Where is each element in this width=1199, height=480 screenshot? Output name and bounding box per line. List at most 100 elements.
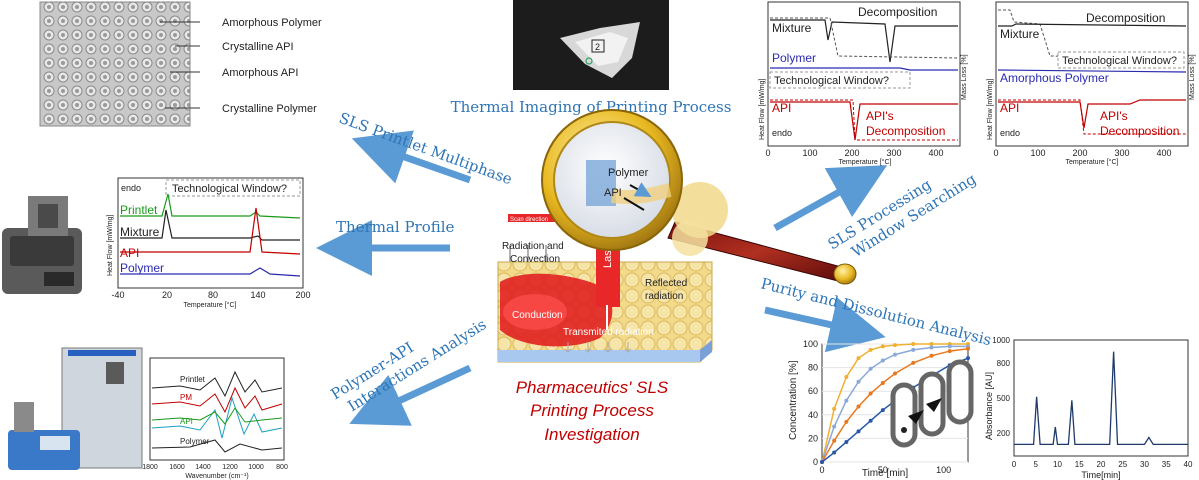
dissolution-ytick: 0 <box>813 457 818 467</box>
dissolution-point <box>947 344 952 349</box>
dsc-mid-api-decomp-1: API's <box>866 109 894 123</box>
dsc-right-xlabel: Temperature [°C] <box>1066 158 1119 166</box>
imaging-label: Thermal Imaging of Printing Process <box>451 98 732 116</box>
dsc-right-ylabel: Heat Flow [mW/mg] <box>987 78 994 140</box>
dsc-right-tick-1: 100 <box>1030 148 1045 158</box>
dissolution-point <box>856 356 861 361</box>
dissolution-point <box>947 349 952 354</box>
conduction-label: Conduction <box>512 310 563 321</box>
thermal-profile-label: Thermal Profile <box>336 218 455 236</box>
dissolution-xlabel: Time [min] <box>862 468 909 479</box>
dsc-mid-ylabel: Heat Flow [mW/mg] <box>759 78 766 140</box>
ftir-series-polymer: Polymer <box>180 437 210 446</box>
title-line1: Pharmaceutics' SLS <box>516 378 669 397</box>
ftir-tick-1: 1600 <box>169 464 185 471</box>
dissolution-point <box>856 429 861 434</box>
hplc-ytick: 500 <box>997 394 1011 403</box>
dissolution-point <box>844 439 849 444</box>
micrograph-image <box>39 1 191 127</box>
ftir-tick-4: 1000 <box>248 464 264 471</box>
dissolution-point <box>844 398 849 403</box>
ftir-tick-5: 800 <box>276 464 288 471</box>
hplc-xtick: 5 <box>1034 460 1039 469</box>
center-title: Pharmaceutics' SLS Printing Process Inve… <box>516 378 669 444</box>
transmitted-label: Transmited radiation <box>563 327 654 338</box>
dissolution-point <box>893 371 897 376</box>
hplc-ytick: 200 <box>997 429 1011 438</box>
dsc-mid-window: Technological Window? <box>774 75 889 87</box>
micrograph-panel: Amorphous Polymer Crystalline API Amorph… <box>39 1 322 127</box>
dsc-left-tick-1: 20 <box>162 290 172 300</box>
hplc-xtick: 10 <box>1053 460 1062 469</box>
dissolution-chart: Concentration [%] Time [min] 02040608010… <box>788 339 974 479</box>
dissolution-ytick: 40 <box>808 410 818 420</box>
dsc-right-api-decomp-1: API's <box>1100 109 1128 123</box>
ftir-instrument-icon <box>8 347 143 470</box>
dissolution-point <box>929 345 934 350</box>
dissolution-point <box>880 380 885 385</box>
ftir-xlabel: Wavenumber (cm⁻¹) <box>185 473 248 480</box>
ftir-series-printlet: Printlet <box>180 375 206 384</box>
dsc-mid-panel: Decomposition Mixture Polymer Technologi… <box>759 1 968 166</box>
scan-direction-label: Scan direction <box>510 217 548 223</box>
arrow-multiphase <box>351 130 472 184</box>
micrograph-label-crystalline-polymer: Crystalline Polymer <box>222 103 317 115</box>
dsc-instrument-icon <box>2 196 82 294</box>
dsc-mid-endo: endo <box>772 128 792 138</box>
title-line3: Investigation <box>544 425 639 444</box>
hplc-xtick: 15 <box>1075 460 1084 469</box>
dissolution-point <box>868 366 873 371</box>
dsc-left-xlabel: Temperature [°C] <box>184 301 237 309</box>
dissolution-point <box>911 360 916 365</box>
hplc-xlabel: Time[min] <box>1081 470 1120 480</box>
thermal-image-panel: 2 Thermal Imaging of Printing Process <box>451 0 732 116</box>
thermal-box-label: 2 <box>595 42 600 52</box>
test-tubes-icon <box>890 359 974 448</box>
hplc-trace <box>1014 351 1188 446</box>
dissolution-point <box>868 418 873 423</box>
dsc-right-tick-4: 400 <box>1156 148 1171 158</box>
purity-label: Purity and Dissolution Analysis <box>759 274 993 349</box>
multiphase-label: SLS Printlet Multiphase <box>337 109 515 189</box>
dissolution-ytick: 60 <box>808 386 818 396</box>
hplc-xtick: 30 <box>1140 460 1149 469</box>
dissolution-ytick: 80 <box>808 363 818 373</box>
arrow-interactions <box>349 364 472 426</box>
dsc-mid-xlabel: Temperature [°C] <box>839 158 892 166</box>
dsc-mid-polymer: Polymer <box>772 51 816 65</box>
arrow-processing <box>773 165 888 232</box>
dsc-right-tick-3: 300 <box>1114 148 1129 158</box>
dissolution-xtick: 50 <box>878 465 888 475</box>
dsc-right-tick-2: 200 <box>1072 148 1087 158</box>
arrows <box>316 118 888 426</box>
hplc-xtick: 35 <box>1162 460 1171 469</box>
title-line2: Printing Process <box>530 401 654 420</box>
dsc-right-panel: Decomposition Mixture Technological Wind… <box>987 1 1196 166</box>
dissolution-ytick: 100 <box>803 339 818 349</box>
dsc-left-endo: endo <box>121 183 141 193</box>
dsc-right-tick-0: 0 <box>993 148 998 158</box>
dsc-right-ylabel2: Mass Loss [%] <box>1189 54 1196 100</box>
reflected-line2: radiation <box>645 291 683 302</box>
dissolution-point <box>856 379 861 384</box>
dsc-mid-tick-3: 300 <box>886 148 901 158</box>
dissolution-point <box>844 375 849 380</box>
sls-scheme: Laser Scan direction Radiation and Conve… <box>497 195 713 363</box>
hplc-chart: Absorbance [AU] Time[min] 20050080010000… <box>984 336 1193 480</box>
dissolution-point <box>856 404 861 409</box>
arrow-purity <box>764 297 886 353</box>
dissolution-xtick: 100 <box>936 465 951 475</box>
hplc-xtick: 0 <box>1012 460 1017 469</box>
lens-api-label: API <box>604 187 622 199</box>
radiation-convection-line1: Radiation and <box>502 241 564 252</box>
dsc-mid-tick-1: 100 <box>802 148 817 158</box>
dsc-right-mixture: Mixture <box>1000 27 1040 41</box>
dissolution-point <box>844 419 849 424</box>
dissolution-point <box>911 342 916 346</box>
dsc-left-series-printlet: Printlet <box>120 203 158 217</box>
dissolution-point <box>966 356 970 361</box>
dissolution-point <box>929 353 934 358</box>
dsc-left-tick-0: -40 <box>111 290 124 300</box>
dissolution-point <box>868 391 873 396</box>
